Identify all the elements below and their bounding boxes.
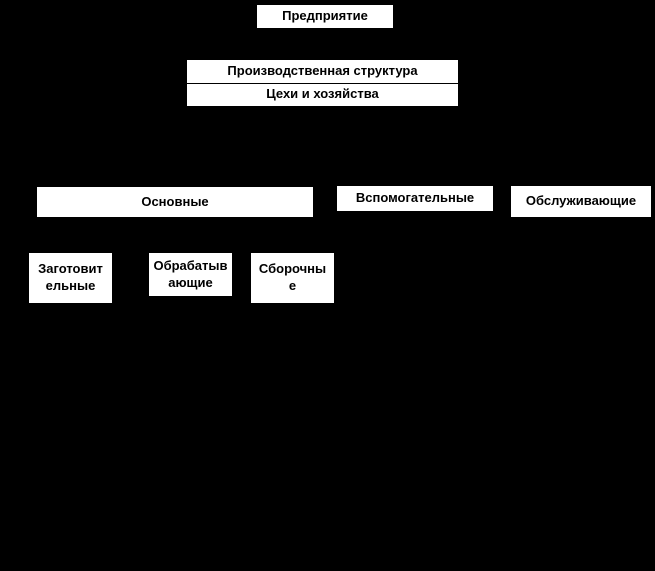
node-production-structure-title: Производственная структура xyxy=(187,60,458,84)
node-service-shops: Обслуживающие xyxy=(510,185,652,218)
node-processing-shops: Обрабатыв ающие xyxy=(148,252,233,297)
node-workshops-facilities: Цехи и хозяйства xyxy=(266,86,379,102)
node-main-shops: Основные xyxy=(36,186,314,218)
node-procurement-shops: Заготовит ельные xyxy=(28,252,113,304)
node-production-structure: Производственная структура Цехи и хозяйс… xyxy=(186,59,459,107)
node-enterprise: Предприятие xyxy=(256,4,394,29)
node-auxiliary-shops: Вспомогательные xyxy=(336,185,494,212)
node-assembly-shops: Сборочны е xyxy=(250,252,335,304)
